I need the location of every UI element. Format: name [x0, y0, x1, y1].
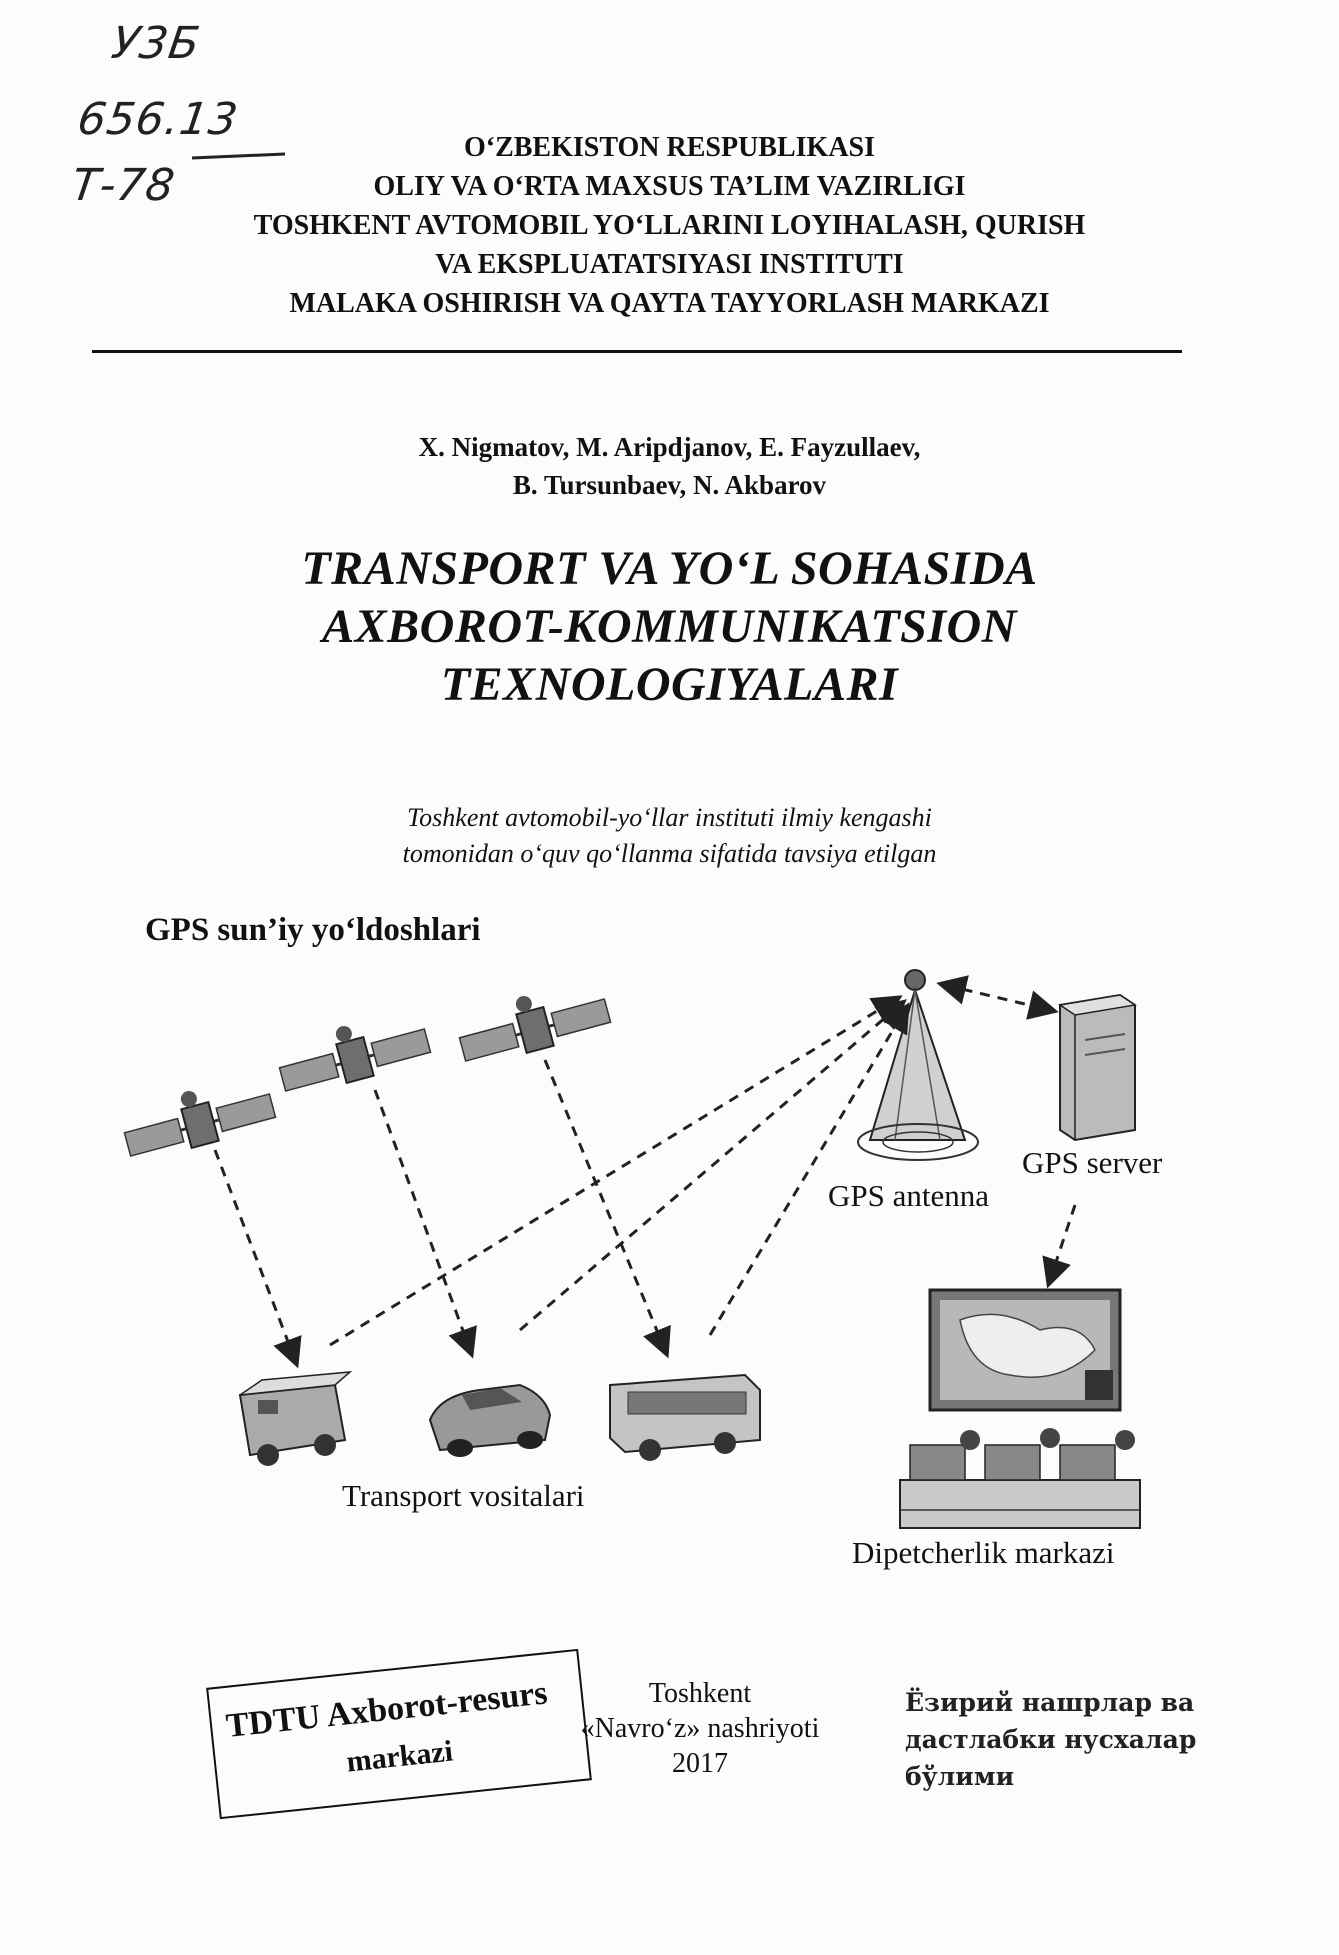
institution-line: OLIY VA O‘RTA MAXSUS TA’LIM VAZIRLIGI — [373, 171, 966, 202]
cyrillic-stamp-line: Ёзирий нашрлар ва — [905, 1688, 1195, 1717]
recommendation-note: Toshkent avtomobil-yo‘llar instituti ilm… — [0, 800, 1339, 872]
publisher-city: Toshkent — [648, 1678, 752, 1709]
authors-line: X. Nigmatov, M. Aripdjanov, E. Fayzullae… — [418, 432, 921, 462]
authors-line: B. Tursunbaev, N. Akbarov — [512, 470, 827, 500]
title-line: TEXNOLOGIYALARI — [440, 658, 899, 711]
title-line: TRANSPORT VA YO‘L SOHASIDA — [301, 542, 1038, 595]
publisher-house: «Navro‘z» nashriyoti — [580, 1713, 820, 1744]
car-icon — [428, 1383, 552, 1457]
bus-icon — [609, 1373, 761, 1461]
cyrillic-stamp: Ёзирий нашрлар ва дастлабки нусхалар бўл… — [905, 1684, 1196, 1795]
dispatch-center-icon — [899, 1428, 1141, 1529]
recommendation-line: tomonidan o‘quv qo‘llanma sifatida tavsi… — [402, 839, 937, 868]
gps-antenna-label: GPS antenna — [828, 1178, 990, 1213]
institution-line: MALAKA OSHIRISH VA QAYTA TAYYORLASH MARK… — [289, 288, 1050, 319]
recommendation-line: Toshkent avtomobil-yo‘llar instituti ilm… — [407, 803, 932, 832]
vehicles-label: Transport vositalari — [342, 1478, 585, 1513]
authors: X. Nigmatov, M. Aripdjanov, E. Fayzullae… — [0, 428, 1339, 504]
gps-server-label: GPS server — [1022, 1145, 1163, 1180]
header-divider — [92, 350, 1182, 353]
publisher-year: 2017 — [672, 1748, 728, 1779]
satellites-label: GPS sun’iy yo‘ldoshlari — [145, 912, 481, 948]
institution-line: TOSHKENT AVTOMOBIL YO‘LLARINI LOYIHALASH… — [253, 210, 1086, 241]
cyrillic-stamp-line: бўлими — [905, 1762, 1015, 1791]
cyrillic-stamp-line: дастлабки нусхалар — [905, 1725, 1197, 1754]
institution-line: O‘ZBEKISTON RESPUBLIKASI — [463, 132, 876, 163]
institution-header: O‘ZBEKISTON RESPUBLIKASI OLIY VA O‘RTA M… — [0, 128, 1339, 323]
map-screen-icon — [928, 1288, 1122, 1412]
satellite-icon — [458, 995, 612, 1062]
truck-icon — [238, 1371, 353, 1466]
satellite-icon — [123, 1090, 277, 1157]
handwritten-underline — [191, 152, 286, 160]
book-title: TRANSPORT VA YO‘L SOHASIDA AXBOROT-KOMMU… — [0, 540, 1339, 714]
satellite-icon — [278, 1025, 432, 1092]
publisher-block: Toshkent «Navro‘z» nashriyoti 2017 — [560, 1676, 840, 1781]
stamp-line: TDTU Axborot-resurs — [224, 1674, 550, 1745]
title-line: AXBOROT-KOMMUNIKATSION — [322, 600, 1017, 653]
dispatch-center-label: Dipetcherlik markazi — [852, 1535, 1115, 1570]
institution-line: VA EKSPLUATATSIYASI INSTITUTI — [435, 249, 904, 280]
signal-arrows — [213, 975, 1077, 1369]
stamp-line: markazi — [344, 1734, 455, 1779]
gps-server-icon — [1058, 993, 1137, 1142]
gps-antenna-icon — [857, 969, 979, 1161]
